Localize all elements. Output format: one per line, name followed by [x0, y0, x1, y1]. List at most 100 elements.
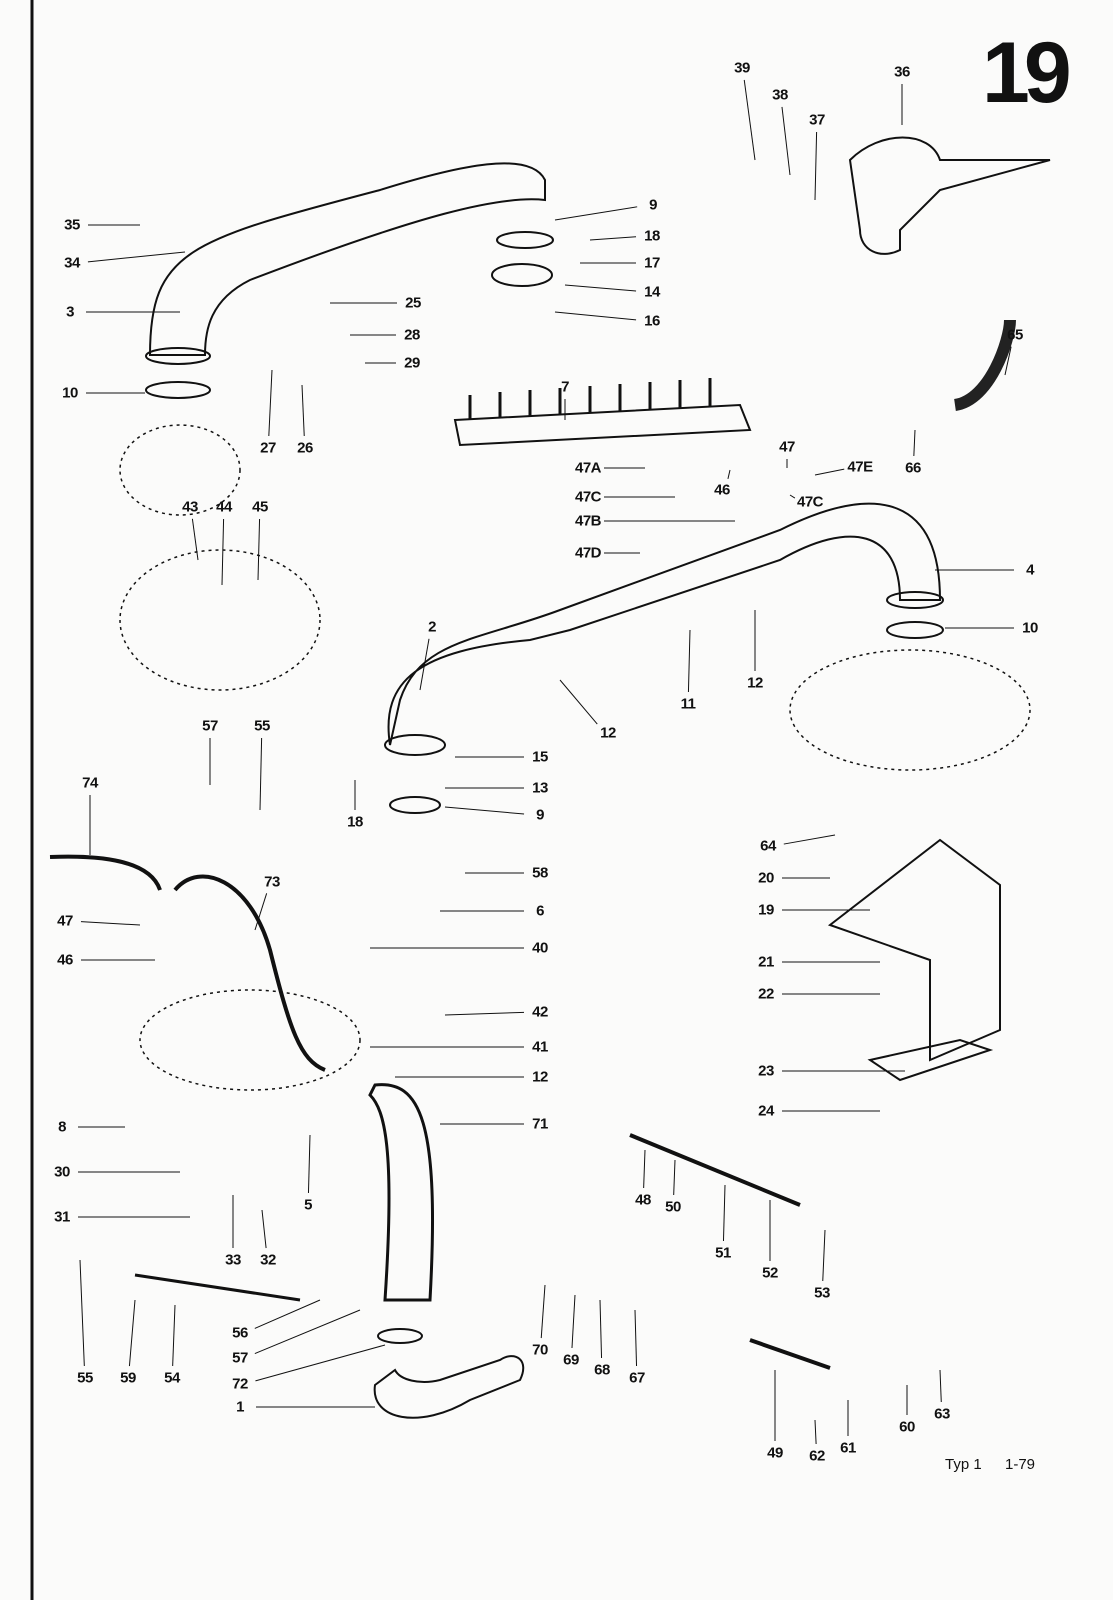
callout-39: 39	[734, 59, 750, 77]
callout-25: 25	[405, 294, 421, 312]
leader-line	[307, 1134, 311, 1194]
callout-16: 16	[644, 312, 660, 330]
callout-53: 53	[814, 1284, 830, 1302]
callout-41: 41	[532, 1038, 548, 1056]
callout-8: 8	[58, 1118, 66, 1136]
callout-47: 47	[57, 912, 73, 930]
bolt-49	[749, 1338, 831, 1370]
hose-71	[368, 1083, 435, 1302]
leader-lines	[78, 79, 1014, 1445]
leader-line	[822, 1229, 826, 1282]
leader-line	[419, 638, 430, 691]
callout-20: 20	[758, 869, 774, 887]
callout-7: 7	[561, 378, 569, 396]
callout-58: 58	[532, 864, 548, 882]
callout-67: 67	[629, 1369, 645, 1387]
callout-55: 55	[254, 717, 270, 735]
leader-line	[444, 1011, 525, 1016]
callout-73: 73	[264, 873, 280, 891]
callout-47c: 47C	[796, 493, 824, 511]
leader-line	[814, 468, 845, 476]
page-number: 19	[982, 25, 1072, 121]
engine-outline	[139, 989, 361, 1091]
seal-ring-9b	[389, 796, 441, 814]
callout-14: 14	[644, 283, 660, 301]
callout-9: 9	[649, 196, 657, 214]
leader-line	[554, 206, 638, 221]
leader-line	[172, 1304, 176, 1367]
callout-19: 19	[758, 901, 774, 919]
callout-66: 66	[905, 459, 921, 477]
footer-date: 1-79	[1005, 1456, 1036, 1473]
callout-2: 2	[428, 618, 436, 636]
callout-59: 59	[120, 1369, 136, 1387]
leader-line	[722, 1184, 726, 1242]
leader-line	[814, 131, 818, 201]
callout-34: 34	[64, 254, 80, 272]
callout-12: 12	[747, 674, 763, 692]
engine-outline	[789, 649, 1031, 771]
air-cleaner-housing	[848, 136, 1051, 255]
duct-1	[373, 1355, 525, 1419]
air-filter	[453, 403, 752, 447]
seal-ring-10b	[886, 621, 944, 639]
callout-23: 23	[758, 1062, 774, 1080]
callout-12: 12	[532, 1068, 548, 1086]
callout-47: 47	[779, 438, 795, 456]
callout-21: 21	[758, 953, 774, 971]
air-duct-upper	[148, 162, 546, 356]
callout-60: 60	[899, 1418, 915, 1436]
leader-line	[781, 106, 791, 176]
callout-40: 40	[532, 939, 548, 957]
leader-line	[259, 737, 263, 811]
callout-30: 30	[54, 1163, 70, 1181]
bracket-19	[827, 838, 1001, 1062]
callout-29: 29	[404, 354, 420, 372]
callout-1: 1	[236, 1398, 244, 1416]
clamp-14	[491, 263, 553, 287]
callout-52: 52	[762, 1264, 778, 1282]
leader-line	[1004, 346, 1012, 376]
hoses-73-74	[49, 854, 326, 1072]
leader-line	[589, 236, 637, 241]
leader-line	[268, 369, 273, 437]
callout-38: 38	[772, 86, 788, 104]
callout-46: 46	[714, 481, 730, 499]
callout-11: 11	[680, 695, 696, 713]
callout-64: 64	[760, 837, 776, 855]
callout-9: 9	[536, 806, 544, 824]
callout-48: 48	[635, 1191, 651, 1209]
leader-line	[789, 494, 796, 499]
callout-63: 63	[934, 1405, 950, 1423]
duct-flange-4	[886, 591, 944, 609]
callout-54: 54	[164, 1369, 180, 1387]
callout-5: 5	[304, 1196, 312, 1214]
callout-44: 44	[216, 498, 232, 516]
duct-flange-2	[384, 734, 446, 756]
leader-line	[221, 518, 225, 586]
callout-72: 72	[232, 1375, 248, 1393]
callout-46: 46	[57, 951, 73, 969]
callout-32: 32	[260, 1251, 276, 1269]
callout-47c: 47C	[574, 488, 602, 506]
callout-51: 51	[715, 1244, 731, 1262]
callout-65: 65	[1007, 326, 1023, 344]
leader-line	[673, 1159, 676, 1196]
seal-ring-9	[496, 231, 554, 249]
callout-47d: 47D	[574, 544, 602, 562]
callout-13: 13	[532, 779, 548, 797]
leader-line	[87, 251, 186, 263]
leader-line	[257, 518, 261, 581]
callout-57: 57	[202, 717, 218, 735]
callout-45: 45	[252, 498, 268, 516]
callout-27: 27	[260, 439, 276, 457]
leader-line	[254, 1309, 361, 1355]
seal-ring-10	[145, 381, 211, 399]
leader-line	[939, 1369, 942, 1403]
callout-49: 49	[767, 1444, 783, 1462]
leader-line	[913, 429, 916, 457]
callout-55: 55	[77, 1369, 93, 1387]
callout-62: 62	[809, 1447, 825, 1465]
leader-line	[814, 1419, 817, 1445]
hose-65	[953, 319, 1016, 411]
